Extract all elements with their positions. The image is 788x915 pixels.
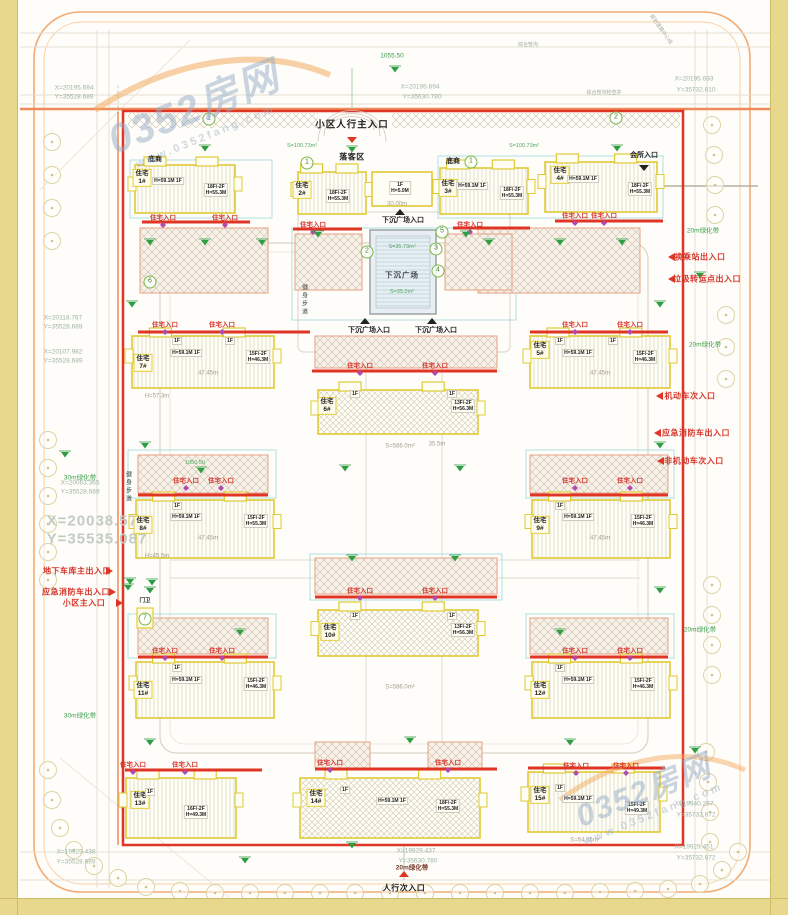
entrance-arrow-icon — [656, 392, 663, 400]
entrance-arrow-icon — [668, 253, 675, 261]
site-boundary — [20, 107, 770, 847]
page-border-edge — [770, 0, 771, 915]
entrance-arrow-icon — [654, 429, 661, 437]
entrance-arrow-icon — [395, 209, 405, 215]
sunken-plaza — [369, 229, 437, 315]
guard-house — [136, 607, 154, 629]
page-border-band — [0, 899, 788, 915]
page-border-edge — [0, 898, 788, 899]
entrance-arrow-icon — [657, 457, 664, 465]
entrance-arrow-icon — [639, 165, 649, 171]
buildings-layer — [118, 153, 678, 839]
markers-layer — [59, 65, 706, 877]
page-border-band — [0, 0, 17, 915]
entrance-arrow-icon — [399, 871, 409, 877]
entrance-arrow-icon — [427, 318, 437, 324]
page-border-edge — [17, 0, 18, 915]
entrance-arrow-icon — [109, 588, 116, 596]
entrance-red-lines — [125, 219, 668, 776]
entrance-arrow-icon — [106, 567, 113, 575]
top-drive-hatch — [128, 110, 680, 143]
entrance-arrow-icon — [668, 275, 675, 283]
trees-layer — [39, 116, 747, 902]
paved-hatch-areas — [137, 227, 669, 769]
page-border-band — [771, 0, 788, 915]
entrance-arrow-icon — [347, 137, 357, 143]
entrance-arrow-icon — [116, 599, 123, 607]
entrance-arrow-icon — [360, 318, 370, 324]
